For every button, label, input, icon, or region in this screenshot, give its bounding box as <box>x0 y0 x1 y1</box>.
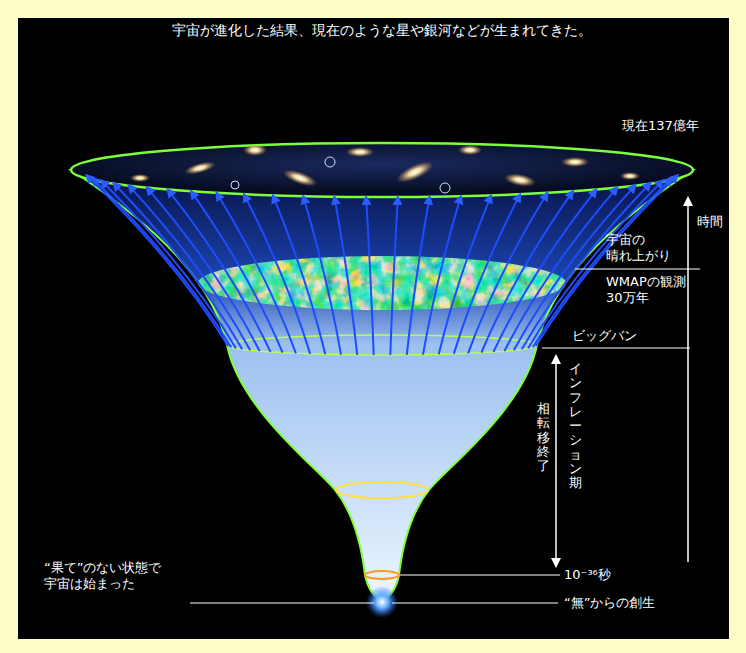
ring-orange <box>365 571 399 579</box>
bigbang-label: ビッグバン <box>572 328 637 344</box>
expansion-ray <box>147 187 260 351</box>
expansion-ray <box>366 197 374 355</box>
expansion-ray <box>528 180 663 348</box>
wmap-label: WMAPの観測 30万年 <box>606 274 686 305</box>
expansion-ray <box>92 178 231 347</box>
expansion-ray <box>481 191 573 353</box>
recombination-label: 宇宙の 晴れ上がり <box>606 232 671 263</box>
present-age: 現在137億年 <box>622 118 699 134</box>
expansion-rays <box>86 175 677 355</box>
leader-lines <box>190 269 700 603</box>
expansion-ray <box>86 175 228 346</box>
expansion-ray <box>454 194 520 354</box>
expansion-ray <box>533 178 672 347</box>
time-arrow <box>687 198 689 562</box>
expansion-ray <box>390 197 398 355</box>
time-label: 時間 <box>697 214 723 230</box>
time-stamp: 10⁻³⁶秒 <box>564 567 611 583</box>
beginning-note: “果て”のない状態で 宇宙は始まった <box>44 560 161 591</box>
funnel <box>71 170 693 600</box>
creation-label: “無”からの創生 <box>564 595 655 611</box>
bigbang-ring <box>227 335 537 355</box>
expansion-ray <box>494 189 597 352</box>
inflation-label: インフレーション期 <box>569 362 582 491</box>
expansion-ray <box>334 197 357 355</box>
expansion-ray <box>217 193 296 353</box>
expansion-ray <box>423 196 461 355</box>
black-panel <box>18 18 729 639</box>
origin-glow <box>366 586 398 618</box>
present-universe <box>71 143 693 197</box>
expansion-ray <box>514 185 636 350</box>
ring-yellow <box>336 482 428 498</box>
cmb-map <box>198 256 566 310</box>
expansion-ray <box>407 197 430 355</box>
title: 宇宙が進化した結果、現在のような星や銀河などが生まれてきた。 <box>172 22 592 39</box>
phase-transition-label: 相転移終了 <box>537 402 550 473</box>
expansion-ray <box>244 194 310 354</box>
expansion-ray <box>129 185 251 350</box>
expansion-ray <box>303 196 341 355</box>
galaxies <box>130 144 640 193</box>
period-arrow <box>555 356 557 566</box>
expansion-ray <box>439 195 491 354</box>
